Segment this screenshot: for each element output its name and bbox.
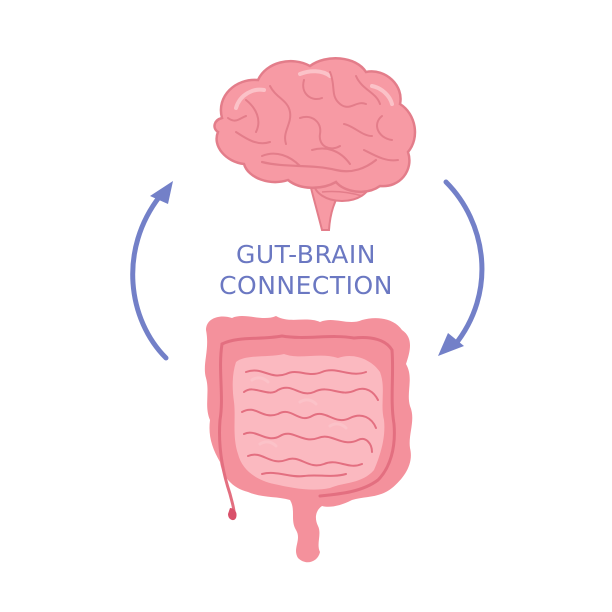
brain-icon: [213, 57, 417, 231]
title-line-1: GUT-BRAIN: [236, 240, 376, 269]
arrow-up-curved-icon: [130, 181, 173, 361]
title-line-2: CONNECTION: [219, 271, 393, 300]
arrow-down-curved-icon: [438, 179, 485, 356]
intestine-icon: [204, 316, 413, 563]
